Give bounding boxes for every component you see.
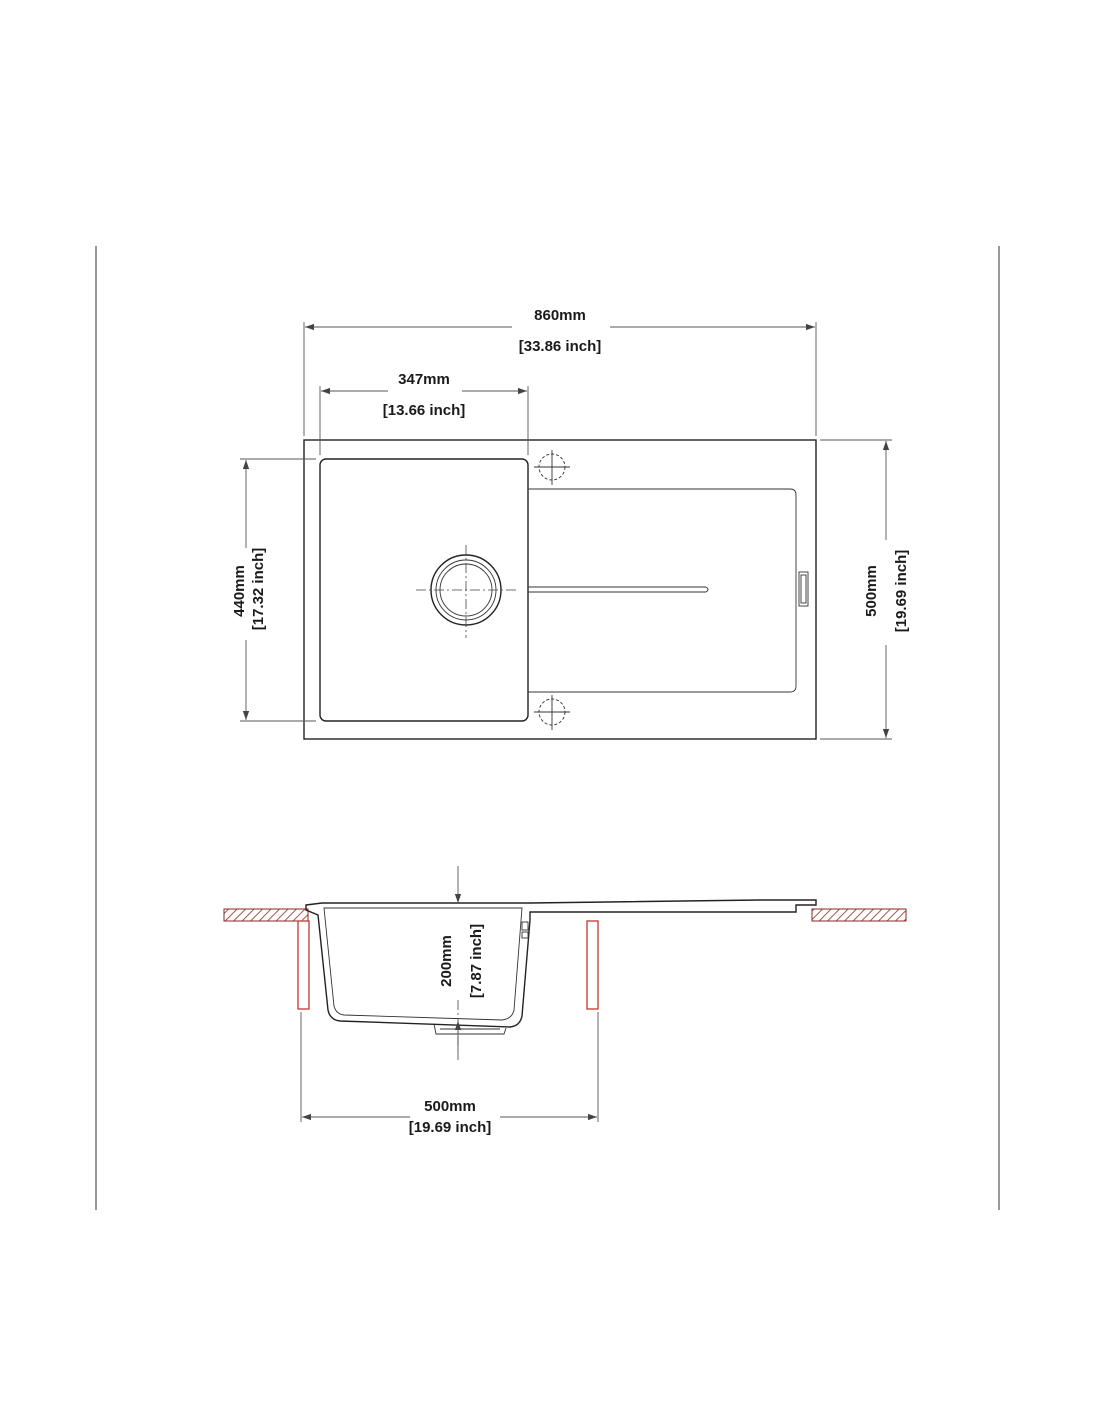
cabinet-side-left [297, 920, 310, 1010]
dim-bowl-length-mm: 440mm [231, 565, 248, 617]
dim-bowl-depth-mm: 200mm [438, 935, 455, 987]
dim-overall-depth-inch: [19.69 inch] [893, 550, 910, 633]
dim-bowl-length-inch: [17.32 inch] [250, 548, 267, 631]
dim-bowl-width-mm: 347mm [398, 371, 450, 388]
dim-bowl-width: 347mm [13.66 inch] [319, 371, 529, 455]
dim-cabinet-width-mm: 500mm [424, 1098, 476, 1115]
dim-bowl-width-inch: [13.66 inch] [383, 402, 466, 419]
dim-bowl-length: 440mm [17.32 inch] [231, 458, 316, 722]
overflow-slot [798, 571, 809, 607]
countertop-right [811, 908, 907, 922]
dim-overall-width: 860mm [33.86 inch] [303, 307, 817, 436]
tap-hole-top-icon [534, 450, 570, 485]
dim-overall-width-mm: 860mm [534, 307, 586, 324]
dim-bowl-depth-inch: [7.87 inch] [468, 924, 485, 998]
bowl-outline [319, 458, 529, 722]
sink-outline [303, 439, 817, 740]
countertop-left [223, 908, 309, 922]
dim-overall-depth: 500mm [19.69 inch] [820, 439, 910, 740]
cabinet-side-right [586, 920, 599, 1010]
drain-outlet [433, 1023, 507, 1035]
dim-bowl-depth: 200mm [7.87 inch] [438, 866, 485, 1060]
drain-icon [416, 545, 516, 638]
drainer-outline [528, 488, 797, 693]
dim-overall-depth-mm: 500mm [863, 565, 880, 617]
top-view: 860mm [33.86 inch] 347mm [13.66 inch] 44… [231, 307, 910, 740]
tap-hole-bottom-icon [534, 695, 570, 730]
dim-cabinet-width: 500mm [19.69 inch] [300, 1012, 599, 1136]
sink-profile [305, 899, 817, 1028]
side-view: 200mm [7.87 inch] 500mm [19.69 inch] [223, 866, 907, 1136]
dim-overall-width-inch: [33.86 inch] [519, 338, 602, 355]
dim-cabinet-width-inch: [19.69 inch] [409, 1119, 492, 1136]
